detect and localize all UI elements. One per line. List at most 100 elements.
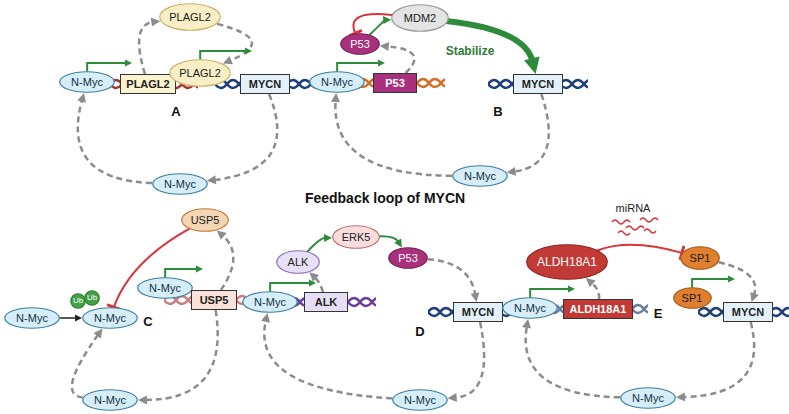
node-label: ALDH18A1 (537, 256, 597, 268)
dashed-feedback-arrow (331, 93, 452, 176)
node-label: N-Myc (94, 395, 126, 406)
protein-oval: SP1 (680, 246, 720, 270)
protein-oval: MDM2 (391, 4, 449, 32)
node-label: USP5 (191, 215, 220, 226)
gene-box: ALDH18A1 (563, 299, 633, 319)
node-label: MYCN (732, 307, 764, 318)
nmyc-oval: N-Myc (4, 307, 60, 329)
gene-box: MYCN (723, 302, 773, 322)
promoter-arrow (270, 280, 316, 292)
node-label: ALK (288, 257, 309, 268)
node-label: N-Myc (149, 283, 181, 294)
protein-oval: ALDH18A1 (526, 244, 608, 280)
nmyc-oval: N-Myc (502, 297, 558, 319)
panel-letter: C (143, 315, 152, 329)
gene-box: MYCN (513, 74, 563, 94)
nmyc-oval: N-Myc (82, 389, 138, 411)
node-label: USP5 (200, 295, 229, 306)
dashed-feedback-arrow (217, 24, 252, 64)
node-label: N-Myc (254, 297, 286, 308)
nmyc-oval: N-Myc (242, 291, 298, 313)
promoter-arrow (337, 60, 385, 72)
node-label: SP1 (690, 253, 711, 264)
ubiquitin-circle: Ub (70, 293, 86, 309)
inhibition-line (598, 245, 684, 259)
nmyc-oval: N-Myc (452, 165, 508, 187)
gene-box: MYCN (453, 302, 503, 322)
nmyc-oval: N-Myc (152, 173, 208, 195)
gene-box: P53 (373, 73, 417, 93)
node-label: N-Myc (16, 313, 48, 324)
protein-oval: PLAGL2 (169, 59, 231, 87)
protein-oval: ALK (276, 250, 320, 274)
dashed-feedback-arrow (138, 310, 218, 405)
node-label: N-Myc (514, 303, 546, 314)
node-label: MYCN (249, 79, 281, 90)
node-label: N-Myc (464, 171, 496, 182)
nmyc-oval: N-Myc (137, 277, 193, 299)
panel-letter: B (493, 105, 502, 119)
node-label: Ub (87, 294, 97, 302)
node-label: N-Myc (71, 77, 103, 88)
gene-box: USP5 (191, 290, 237, 310)
gene-box: PLAGL2 (120, 74, 176, 94)
node-label: ERK5 (342, 232, 371, 243)
promoter-arrow (200, 48, 252, 60)
dashed-feedback-arrow (448, 322, 484, 402)
node-label: PLAGL2 (126, 79, 169, 90)
activation-arrow (380, 236, 402, 247)
node-label: MDM2 (404, 13, 436, 24)
dashed-feedback-arrow (380, 42, 415, 73)
nmyc-oval: N-Myc (392, 389, 448, 411)
node-label: N-Myc (632, 393, 664, 404)
promoter-arrow (165, 266, 203, 278)
panel-letter: A (171, 105, 180, 119)
promoter-arrow (87, 60, 132, 72)
node-label: N-Myc (321, 77, 353, 88)
edge-label: Stabilize (444, 45, 497, 58)
nmyc-oval: N-Myc (309, 71, 365, 93)
node-label: SP1 (682, 293, 703, 304)
gene-box: ALK (304, 292, 348, 312)
diagram-title: Feedback loop of MYCN (305, 191, 465, 206)
panel-letter: D (415, 325, 424, 339)
node-label: P53 (398, 253, 418, 264)
dashed-feedback-arrow (207, 94, 277, 184)
conversion-arrow (60, 315, 82, 322)
node-label: ALDH18A1 (570, 304, 627, 315)
protein-oval: ERK5 (332, 225, 380, 249)
activation-arrow (308, 234, 332, 251)
nmyc-oval: N-Myc (82, 307, 138, 329)
gene-box: MYCN (240, 74, 290, 94)
nmyc-oval: N-Myc (59, 71, 115, 93)
node-label: N-Myc (94, 313, 126, 324)
promoter-arrow (530, 286, 575, 298)
protein-oval: SP1 (673, 287, 712, 309)
promoter-arrow (692, 276, 735, 288)
dashed-feedback-arrow (428, 259, 480, 302)
mirna-label: miRNA (616, 202, 651, 214)
ubiquitin-circle: Ub (84, 290, 100, 306)
node-label: PLAGL2 (179, 68, 221, 79)
mirna-strands (612, 218, 658, 235)
node-label: P53 (350, 39, 370, 50)
panel-letter: E (654, 307, 663, 321)
dashed-feedback-arrow (507, 94, 549, 176)
dashed-feedback-arrow (217, 230, 233, 290)
node-label: ALK (315, 297, 338, 308)
protein-oval: USP5 (181, 208, 229, 232)
dashed-feedback-arrow (72, 329, 103, 398)
node-label: N-Myc (404, 395, 436, 406)
node-label: P53 (385, 78, 405, 89)
dashed-feedback-arrow (522, 319, 620, 397)
protein-oval: P53 (388, 247, 428, 269)
dashed-feedback-arrow (261, 313, 392, 398)
activation-arrow (370, 16, 391, 34)
inhibition-line (350, 14, 392, 36)
node-label: MYCN (522, 79, 554, 90)
dashed-feedback-arrow (309, 272, 323, 292)
nmyc-oval: N-Myc (620, 387, 676, 409)
node-label: MYCN (462, 307, 494, 318)
